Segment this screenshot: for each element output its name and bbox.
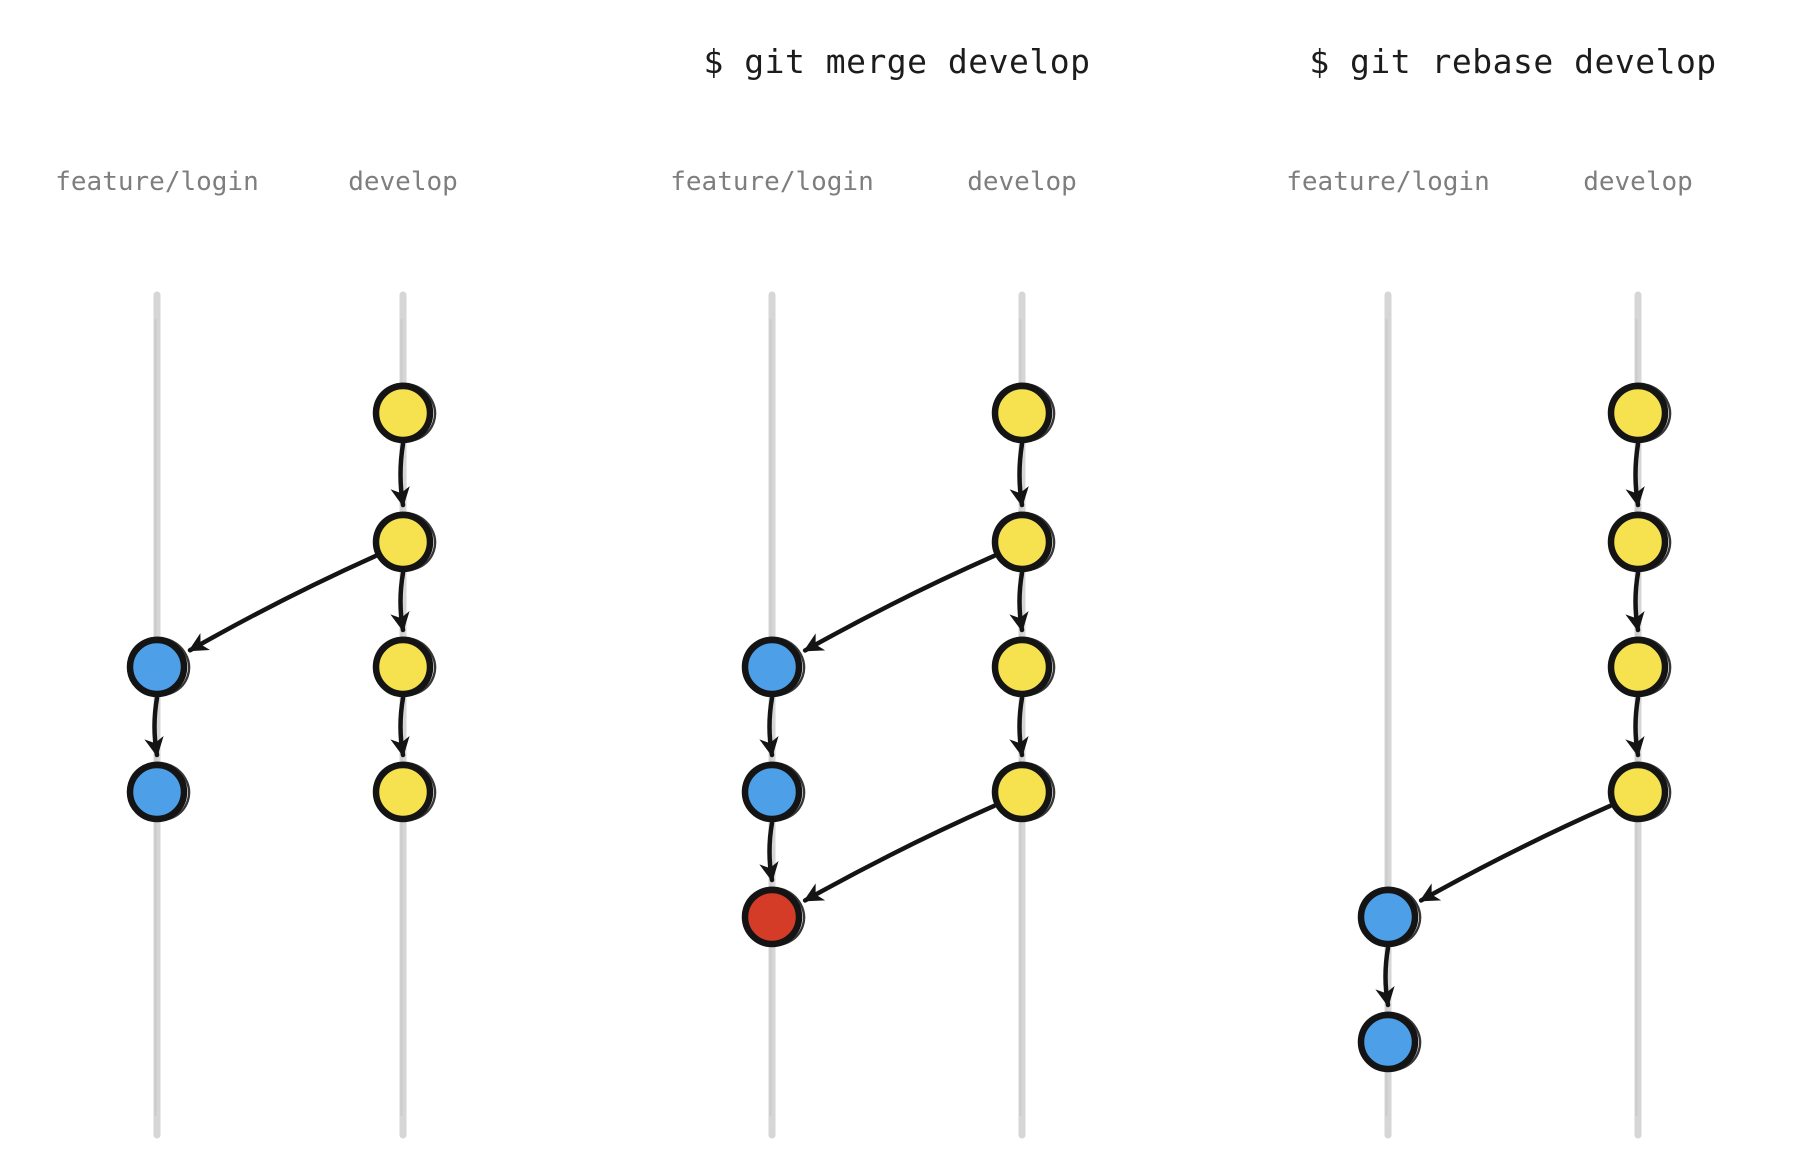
commit-arrow (1625, 441, 1645, 508)
commit-node-sketch-ring (742, 761, 806, 822)
commit-node-sketch-ring (992, 511, 1056, 572)
branch-label-feature-login: feature/login (55, 167, 259, 197)
commit-arrow (1009, 695, 1029, 758)
commit-node-sketch-ring (1358, 886, 1422, 947)
commit-arrow (1009, 441, 1029, 508)
commit-node-sketch-ring (127, 761, 191, 822)
commit-node-sketch-ring (1608, 761, 1672, 822)
commit-node-sketch-ring (127, 636, 191, 697)
commit-arrow (144, 695, 164, 758)
commit-arrow (802, 553, 997, 653)
commit-arrow (187, 553, 378, 653)
commit-node-sketch-ring (992, 382, 1056, 443)
commit-node-sketch-ring (992, 636, 1056, 697)
panel-title-merge-command: $ git merge develop (703, 42, 1091, 81)
commit-arrow (390, 570, 410, 633)
commit-node-sketch-ring (1608, 636, 1672, 697)
commit-arrow (802, 803, 997, 903)
branch-label-feature-login: feature/login (1286, 167, 1490, 197)
commit-arrow (1009, 570, 1029, 633)
commit-arrow (759, 695, 779, 758)
commit-arrow (1625, 570, 1645, 633)
branch-label-develop: develop (1583, 167, 1693, 197)
commit-arrow (759, 820, 779, 883)
commit-node-sketch-ring (742, 636, 806, 697)
commit-arrow (1625, 695, 1645, 758)
commit-node-sketch-ring (1608, 511, 1672, 572)
commit-node-sketch-ring (1608, 382, 1672, 443)
commit-node-sketch-ring (742, 886, 806, 947)
commit-node-sketch-ring (1358, 1011, 1422, 1072)
commit-node-sketch-ring (992, 761, 1056, 822)
commit-arrow (390, 441, 410, 508)
commit-arrow (390, 695, 410, 758)
commit-arrow (1418, 803, 1613, 903)
commit-node-sketch-ring (373, 761, 437, 822)
commit-node-sketch-ring (373, 511, 437, 572)
commit-node-sketch-ring (373, 636, 437, 697)
branch-label-feature-login: feature/login (670, 167, 874, 197)
commit-arrow (1375, 945, 1395, 1008)
commit-node-sketch-ring (373, 382, 437, 443)
branch-label-develop: develop (348, 167, 458, 197)
branch-label-develop: develop (967, 167, 1077, 197)
panel-title-rebase-command: $ git rebase develop (1309, 42, 1717, 81)
